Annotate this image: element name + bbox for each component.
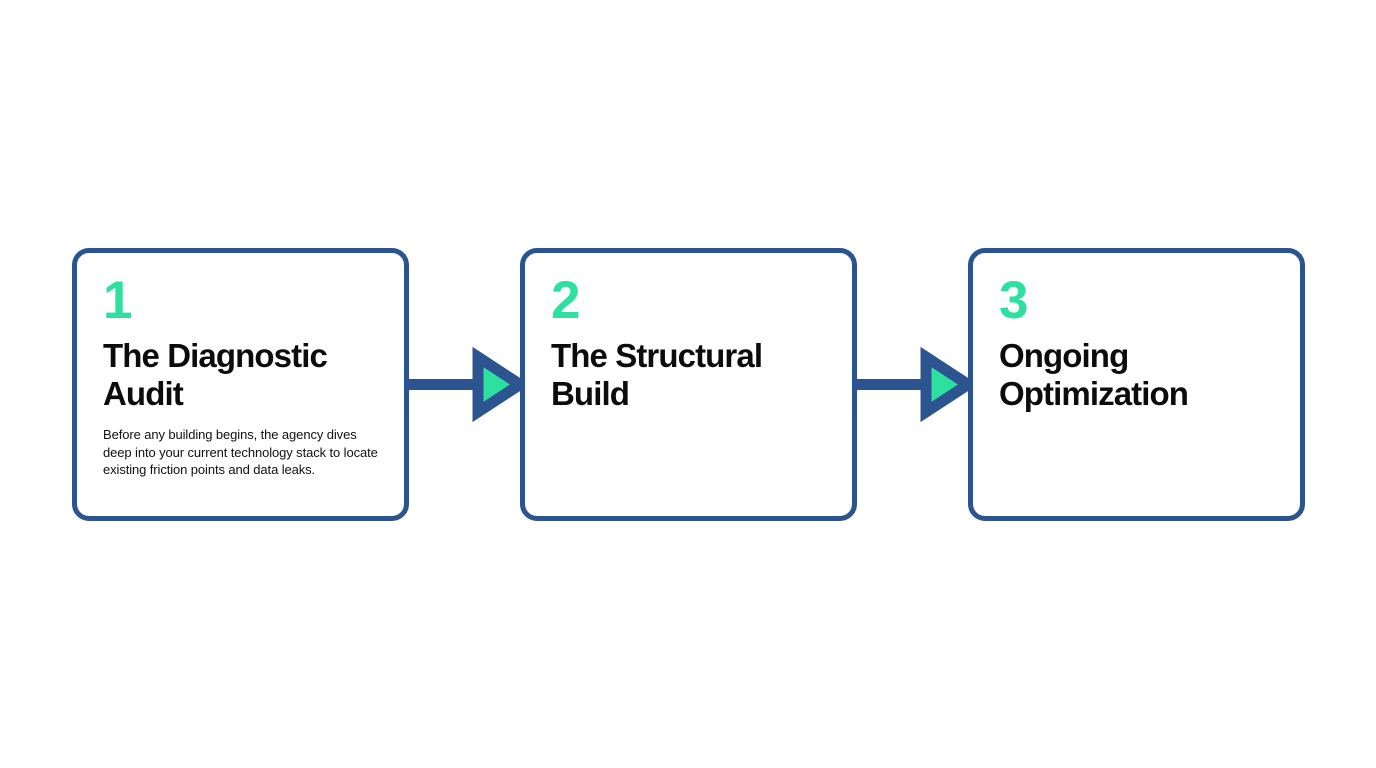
arrow-right-icon — [409, 346, 520, 423]
process-flow: 1 The Diagnostic Audit Before any buildi… — [72, 248, 1305, 521]
step-title-1: The Diagnostic Audit — [103, 336, 328, 413]
step-card-3[interactable]: 3 Ongoing Optimization — [968, 248, 1305, 521]
arrow-right-icon — [857, 346, 968, 423]
step-card-1[interactable]: 1 The Diagnostic Audit Before any buildi… — [72, 248, 409, 521]
connector-1-to-2 — [409, 248, 520, 521]
step-number-1: 1 — [103, 271, 132, 330]
step-card-2[interactable]: 2 The Structural Build — [520, 248, 857, 521]
step-number-3: 3 — [999, 271, 1028, 330]
step-title-3: Ongoing Optimization — [999, 336, 1189, 413]
step-number-2: 2 — [551, 271, 580, 330]
step-body-1: Before any building begins, the agency d… — [103, 427, 378, 478]
step-title-2: The Structural Build — [551, 336, 763, 413]
connector-2-to-3 — [857, 248, 968, 521]
